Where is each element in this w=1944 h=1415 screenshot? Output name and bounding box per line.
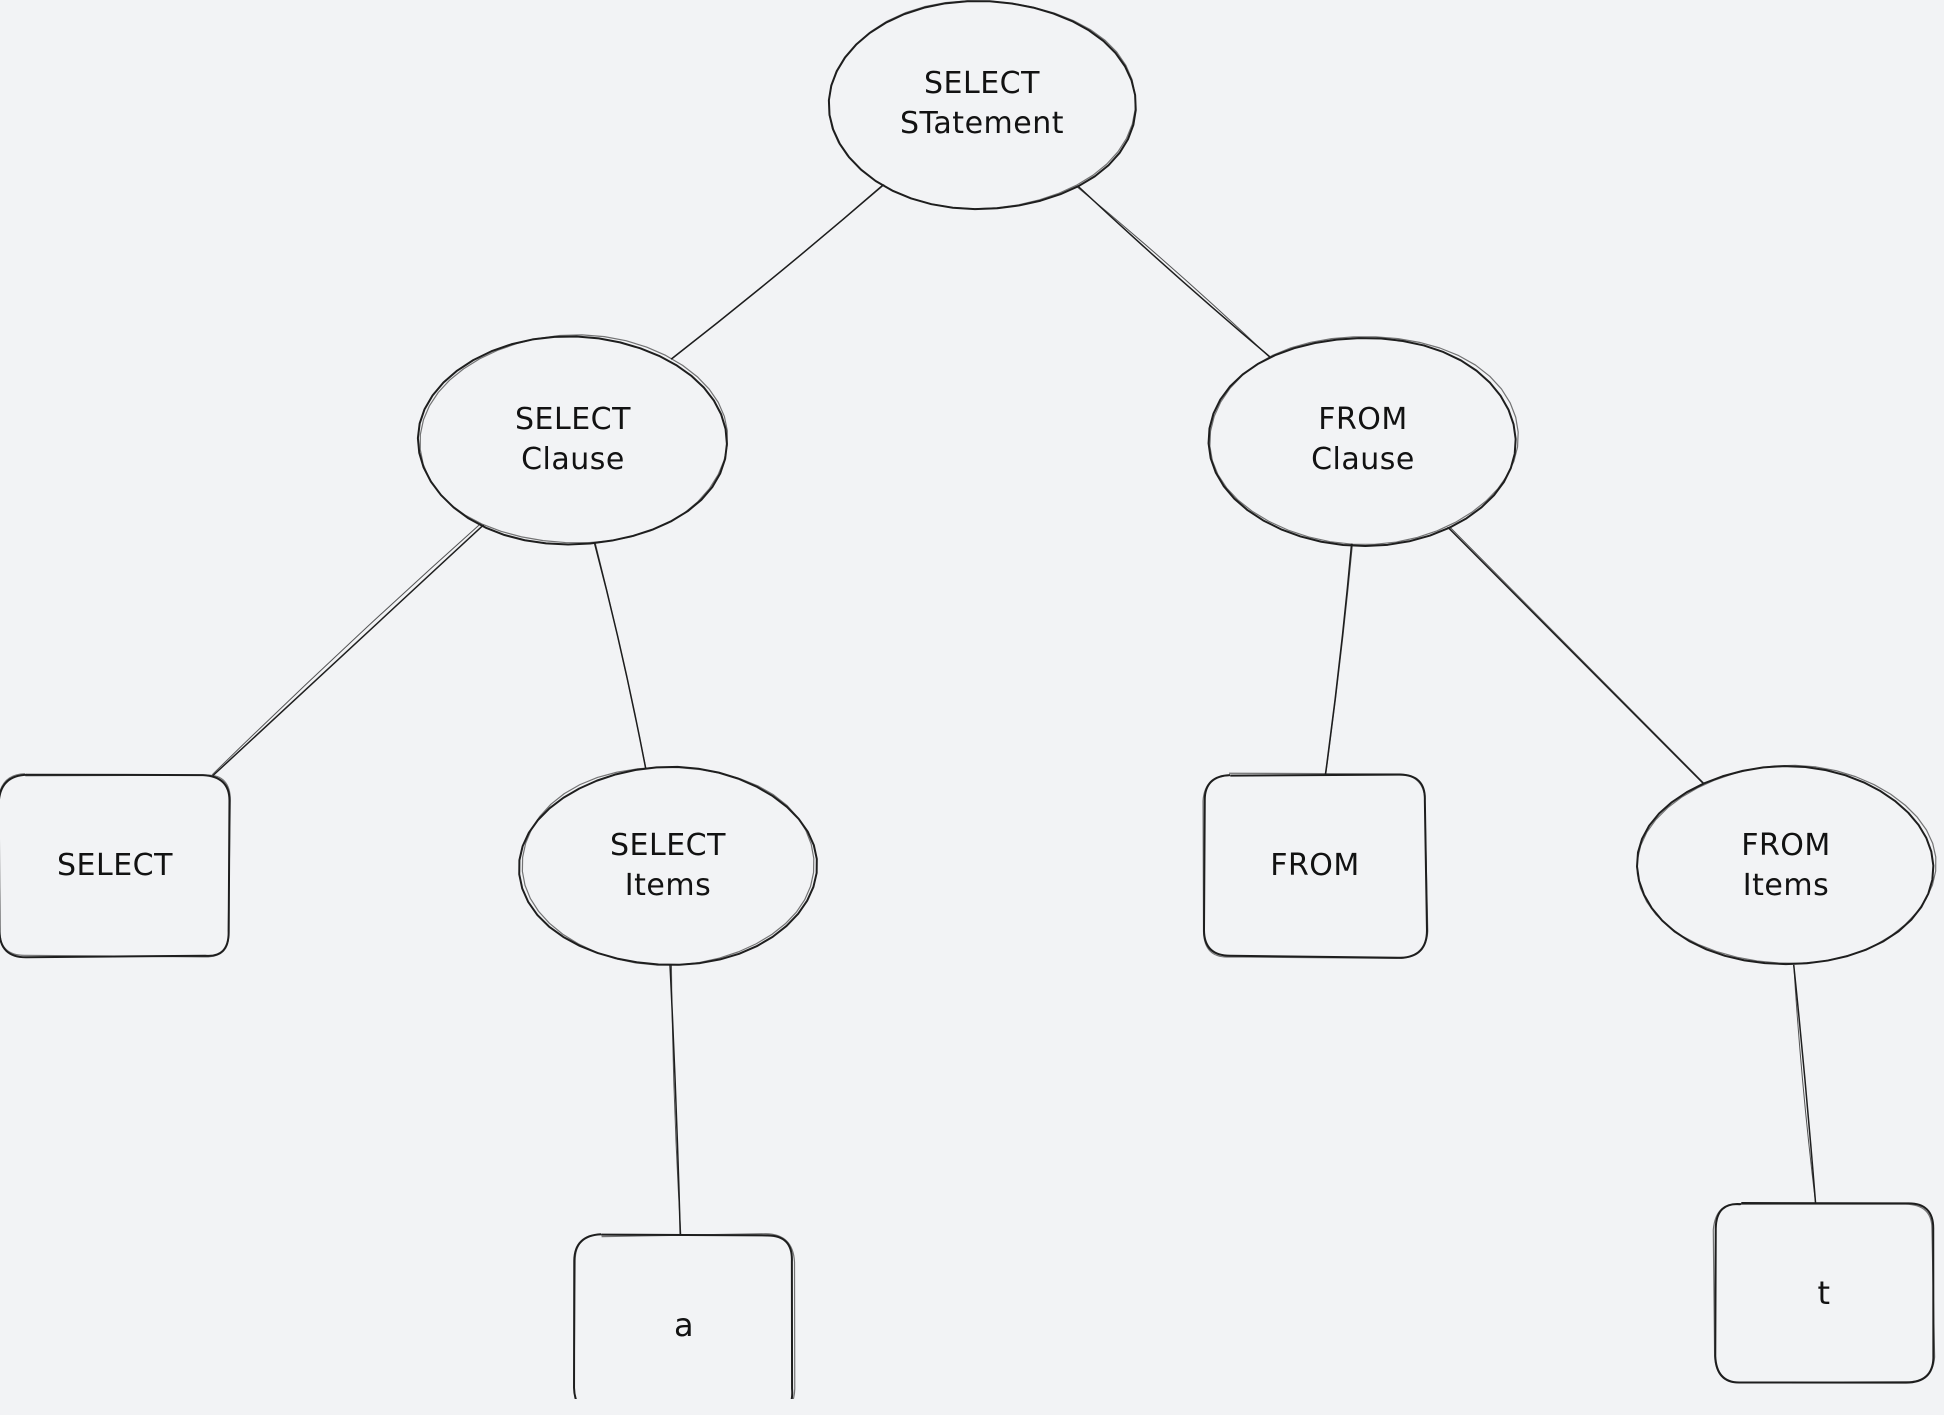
node-fill <box>1715 1203 1933 1383</box>
edge-select-items-a <box>669 962 682 1236</box>
node-a-terminal[interactable] <box>573 1233 796 1399</box>
node-outline <box>1209 336 1519 545</box>
node-from-clause[interactable] <box>1207 336 1519 548</box>
edges-layer <box>212 182 1817 1236</box>
edge-root-from-clause <box>1075 184 1271 358</box>
node-outline <box>1714 1201 1935 1384</box>
node-fill <box>1638 767 1934 965</box>
node-fill <box>418 336 728 544</box>
node-outline <box>1636 764 1937 964</box>
node-from-items[interactable] <box>1636 764 1937 966</box>
node-fill <box>1208 336 1518 544</box>
node-fill <box>575 1235 793 1399</box>
node-fill <box>827 0 1137 208</box>
node-outline <box>521 766 815 966</box>
node-select-terminal[interactable] <box>0 773 231 959</box>
node-outline <box>0 773 231 959</box>
node-fill <box>520 767 816 965</box>
node-outline <box>573 1233 796 1399</box>
node-outline <box>0 773 231 958</box>
node-outline <box>1202 772 1429 959</box>
node-outline <box>1207 337 1517 548</box>
edge-root-select-clause <box>670 182 886 360</box>
node-outline <box>1712 1203 1936 1384</box>
node-select-clause[interactable] <box>416 334 728 546</box>
node-outline <box>828 0 1136 210</box>
edge-select-clause-select-terminal <box>212 522 485 776</box>
node-outline <box>419 334 728 544</box>
node-select-statement[interactable] <box>827 0 1137 211</box>
node-fill <box>1204 775 1426 957</box>
node-select-items[interactable] <box>518 765 818 966</box>
edge-select-clause-select-items <box>594 541 647 770</box>
edge-from-items-t <box>1793 963 1817 1204</box>
node-outline <box>518 765 818 966</box>
node-t-terminal[interactable] <box>1712 1201 1936 1384</box>
edge-from-clause-from-items <box>1447 526 1705 785</box>
node-from-terminal[interactable] <box>1202 772 1429 959</box>
node-fill <box>0 775 230 957</box>
edge-from-clause-from-terminal <box>1324 541 1354 776</box>
